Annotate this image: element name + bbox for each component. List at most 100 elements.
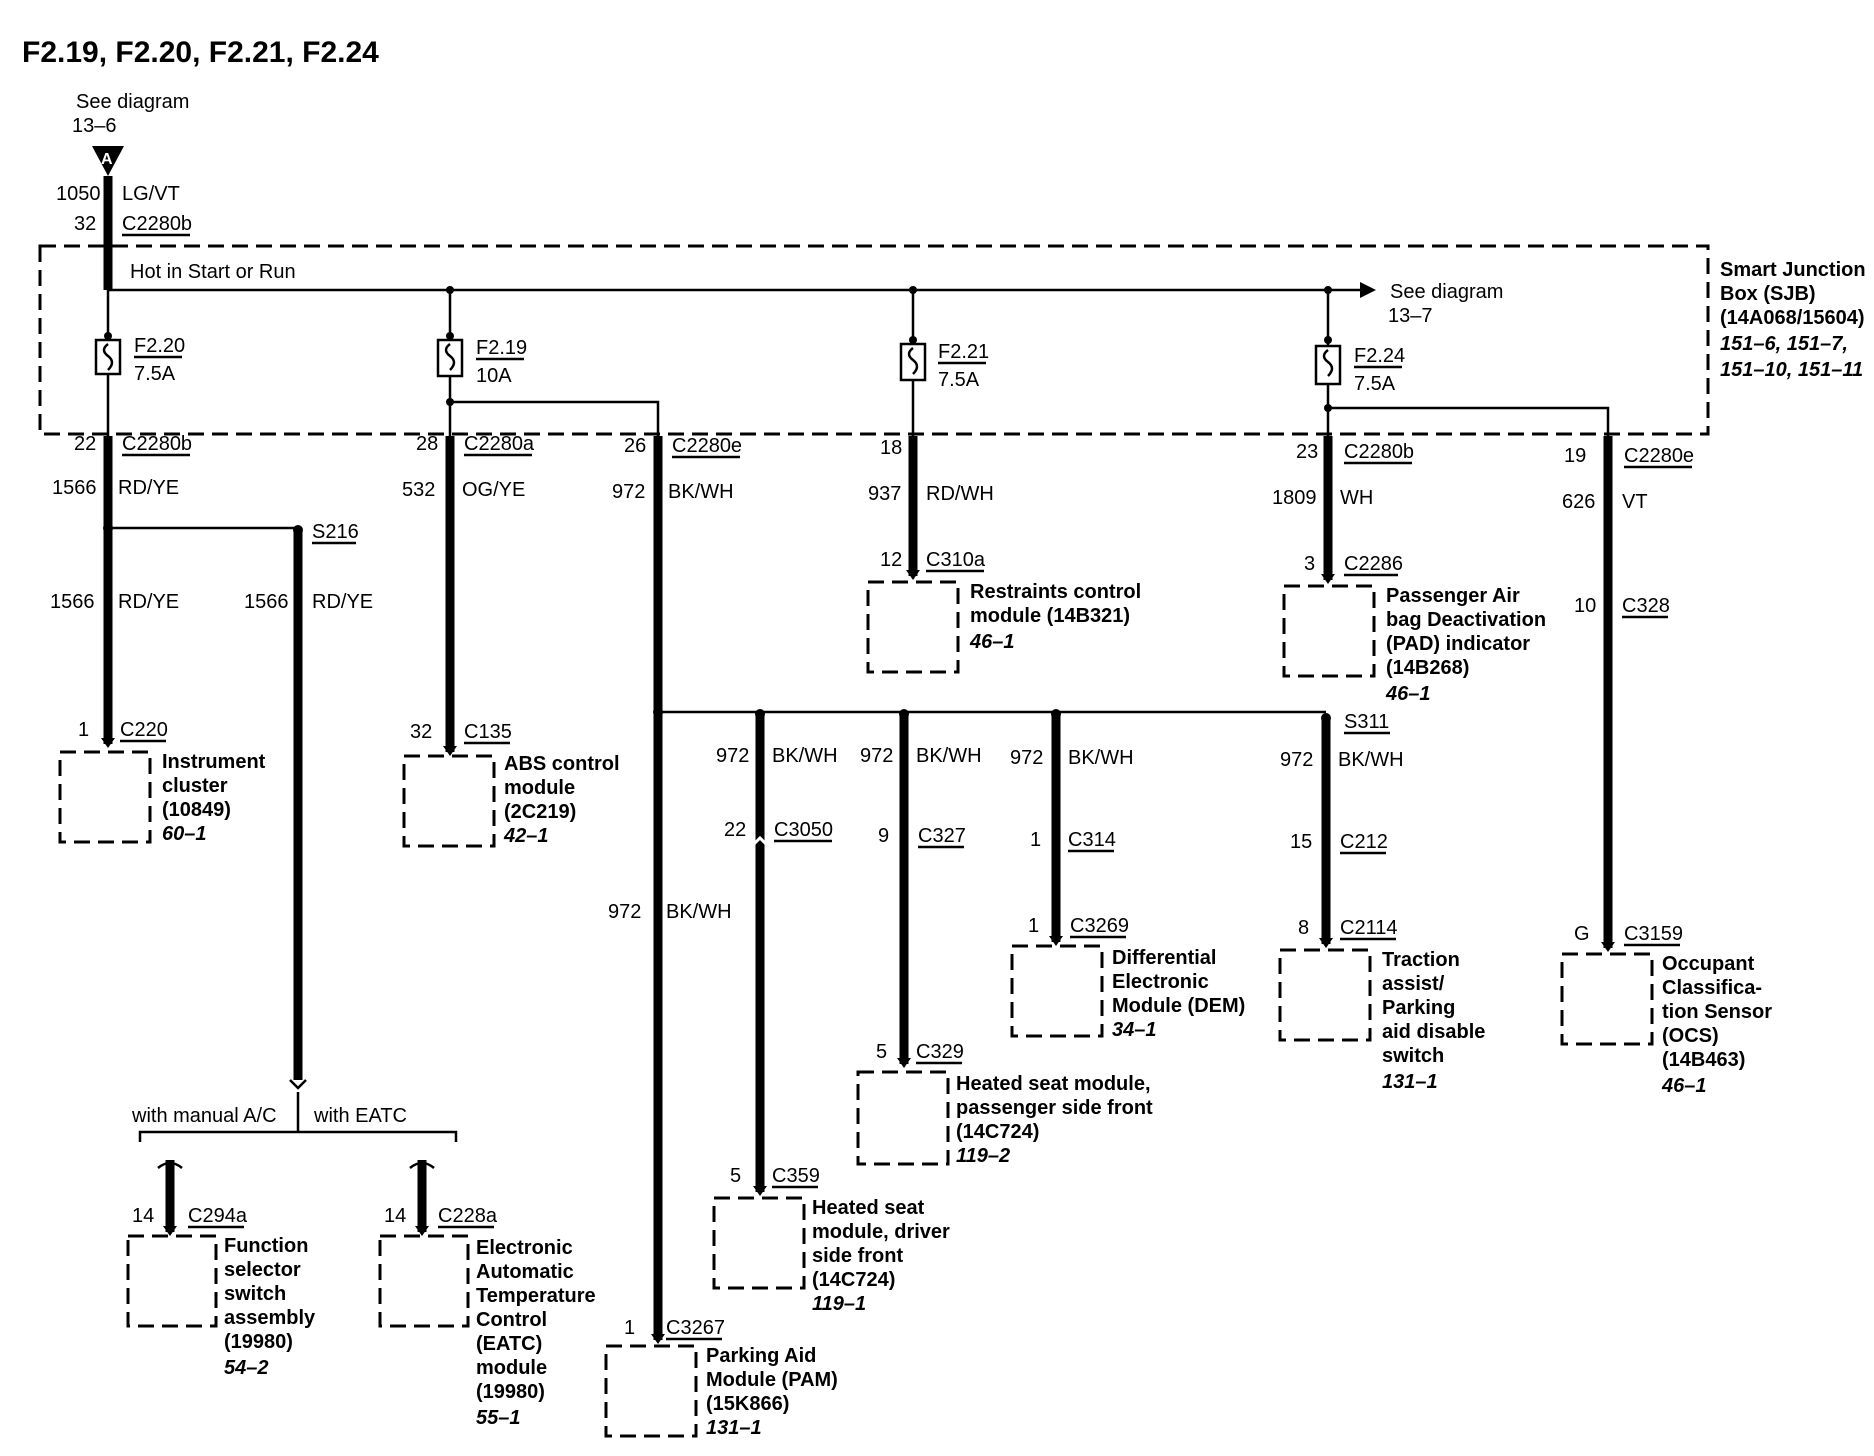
fuse-f224-rating: 7.5A <box>1354 373 1396 395</box>
pad-connector: C2286 <box>1344 553 1403 575</box>
hsp-line-1: Heated seat module, <box>956 1073 1151 1095</box>
fss-line-4: assembly <box>224 1307 316 1329</box>
fss-line-1: Function <box>224 1235 308 1257</box>
fss-connector: C294a <box>188 1205 248 1227</box>
hsd-module-box <box>712 1196 806 1290</box>
ta-line-2: assist/ <box>1382 973 1445 995</box>
hsp-line-3: (14C724) <box>956 1121 1039 1143</box>
abs-line-1: ABS control <box>504 753 620 775</box>
w972-1-color: BK/WH <box>772 745 838 767</box>
fss-line-2: selector <box>224 1259 301 1281</box>
out4-pin: 18 <box>880 437 902 459</box>
dem-line-1: Differential <box>1112 947 1216 969</box>
out2-circuit: 532 <box>402 479 435 501</box>
ic-connector: C220 <box>120 719 168 741</box>
eatc-pin: 14 <box>384 1205 406 1227</box>
splice-s216: S216 <box>312 521 359 543</box>
fss-module-box <box>126 1234 218 1328</box>
out3-pin: 26 <box>624 435 646 457</box>
c212-pin: 15 <box>1290 831 1312 853</box>
dem-pin: 1 <box>1028 915 1039 937</box>
ocs-line-3: tion Sensor <box>1662 1001 1772 1023</box>
pam-line-2: Module (PAM) <box>706 1369 838 1391</box>
dem-module-box <box>1010 944 1104 1038</box>
pam-ref: 131–1 <box>706 1417 762 1439</box>
fuse-f220-rating: 7.5A <box>134 363 176 385</box>
ta-pin: 8 <box>1298 917 1309 939</box>
sjb-ref-2: 151–10, 151–11 <box>1720 359 1863 381</box>
w972-4-circuit: 972 <box>1280 749 1313 771</box>
ta-line-4: aid disable <box>1382 1021 1485 1043</box>
hsp-pin: 5 <box>876 1041 887 1063</box>
pam-line-1: Parking Aid <box>706 1345 816 1367</box>
out6-color: VT <box>1622 491 1648 513</box>
hsp-line-2: passenger side front <box>956 1097 1153 1119</box>
w972pam-color: BK/WH <box>666 901 732 923</box>
dem-ref: 34–1 <box>1112 1019 1157 1041</box>
ocs-connector: C3159 <box>1624 923 1683 945</box>
c3050-pin: 22 <box>724 819 746 841</box>
hsd-line-4: (14C724) <box>812 1269 895 1291</box>
ocs-pin: G <box>1574 923 1590 945</box>
abs-connector: C135 <box>464 721 512 743</box>
ta-module-box <box>1278 948 1372 1042</box>
hsd-line-3: side front <box>812 1245 903 1267</box>
w972-3-circuit: 972 <box>1010 747 1043 769</box>
fss-line-3: switch <box>224 1283 286 1305</box>
w972-1-circuit: 972 <box>716 745 749 767</box>
w972-3-color: BK/WH <box>1068 747 1134 769</box>
fss-line-5: (19980) <box>224 1331 293 1353</box>
c3050-connector: C3050 <box>774 819 833 841</box>
splice-s311: S311 <box>1344 711 1389 733</box>
ta-line-5: switch <box>1382 1045 1444 1067</box>
rcm-line-2: module (14B321) <box>970 605 1130 627</box>
abs-pin: 32 <box>410 721 432 743</box>
ocs-ref: 46–1 <box>1661 1075 1707 1097</box>
bus-dest-ref: 13–7 <box>1388 305 1433 327</box>
w1566b-color: RD/YE <box>312 591 373 613</box>
fuse-f219-name: F2.19 <box>476 337 527 359</box>
ocs-module-box <box>1560 952 1654 1046</box>
out1-connector: C2280b <box>122 433 192 455</box>
pad-line-1: Passenger Air <box>1386 585 1520 607</box>
out2-connector: C2280a <box>464 433 535 455</box>
ocs-line-5: (14B463) <box>1662 1049 1745 1071</box>
out1-circuit: 1566 <box>52 477 97 499</box>
dem-line-2: Electronic <box>1112 971 1209 993</box>
fuse-f219 <box>436 338 464 378</box>
out5-circuit: 1809 <box>1272 487 1317 509</box>
w1566a-color: RD/YE <box>118 591 179 613</box>
source-connector: C2280b <box>122 213 192 235</box>
rcm-module-box <box>866 580 960 674</box>
out3-color: BK/WH <box>668 481 734 503</box>
hsp-connector: C329 <box>916 1041 964 1063</box>
source-color: LG/VT <box>122 183 180 205</box>
pad-line-2: bag Deactivation <box>1386 609 1546 631</box>
eatc-module-box <box>378 1234 470 1328</box>
bus-dest-see: See diagram <box>1390 281 1503 303</box>
sjb-box <box>38 244 1710 436</box>
pam-connector: C3267 <box>666 1317 725 1339</box>
hsd-ref: 119–1 <box>812 1293 866 1315</box>
fuse-f221-rating: 7.5A <box>938 369 980 391</box>
sjb-name-1: Smart Junction <box>1720 259 1866 281</box>
c328-pin: 10 <box>1574 595 1596 617</box>
eatc-ref: 55–1 <box>476 1407 521 1429</box>
ta-line-3: Parking <box>1382 997 1455 1019</box>
c327-connector: C327 <box>918 825 966 847</box>
abs-module-box <box>402 754 496 848</box>
eatc-connector: C228a <box>438 1205 498 1227</box>
w972-4-color: BK/WH <box>1338 749 1404 771</box>
hsp-module-box <box>856 1070 950 1166</box>
c314-connector: C314 <box>1068 829 1116 851</box>
ac-eatc-label: with EATC <box>313 1105 407 1127</box>
out4-color: RD/WH <box>926 483 994 505</box>
hsd-pin: 5 <box>730 1165 741 1187</box>
hsd-connector: C359 <box>772 1165 820 1187</box>
eatc-line-2: Automatic <box>476 1261 574 1283</box>
sjb-ref-1: 151–6, 151–7, <box>1720 333 1848 355</box>
eatc-line-7: (19980) <box>476 1381 545 1403</box>
hsp-ref: 119–2 <box>956 1145 1010 1167</box>
sjb-name-2: Box (SJB) <box>1720 283 1816 305</box>
pad-ref: 46–1 <box>1385 683 1431 705</box>
